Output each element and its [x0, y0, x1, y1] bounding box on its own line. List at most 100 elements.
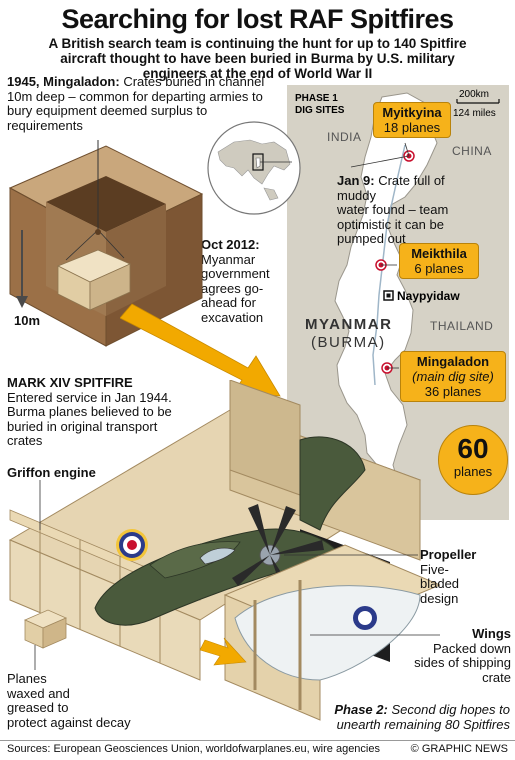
spitfire-canopy	[199, 547, 236, 565]
page-title: Searching for lost RAF Spitfires	[61, 4, 454, 34]
propeller-line: Five-	[420, 561, 449, 577]
callout-meikthila: Meikthila 6 planes	[399, 243, 479, 279]
depth-arrow-head	[16, 296, 28, 308]
burial-diagram: 10m	[8, 140, 204, 347]
phase2-line: Second dig hopes to	[387, 702, 510, 717]
pointer-jan9	[350, 155, 410, 168]
site-name: Meikthila	[411, 246, 467, 261]
burial-line: bury equipment deemed surplus to	[7, 103, 208, 118]
roundel-red	[127, 540, 137, 550]
propeller-title: Propeller	[420, 547, 477, 562]
phase1-title-2: DIG SITES	[295, 105, 345, 116]
wings-title: Wings	[472, 626, 511, 641]
wings-line: sides of shipping	[414, 655, 511, 670]
propeller-blade	[270, 540, 324, 555]
jan9-line: Crate full of muddy	[337, 173, 445, 203]
jan9-line: pumped out	[337, 231, 406, 246]
oct2012-line: excavation	[201, 309, 264, 325]
spitfire-caption: MARK XIV SPITFIRE Entered service in Jan…	[7, 375, 207, 449]
burial-caption: 1945, Mingaladon: Crates buried in chann…	[7, 74, 282, 133]
oct2012-line: government	[201, 266, 270, 281]
total-label: planes	[453, 464, 493, 479]
propeller-line: design	[420, 590, 459, 606]
spitfire-line: crates	[7, 433, 43, 448]
footer-credit: © GRAPHIC NEWS	[410, 743, 508, 755]
callout-myitkyina: Myitkyina 18 planes	[373, 102, 451, 138]
footer-rule	[0, 740, 515, 741]
wing-arrow	[199, 637, 247, 666]
label-thailand: THAILAND	[430, 319, 493, 333]
label-china: CHINA	[452, 144, 492, 158]
globe-land	[217, 139, 291, 185]
globe-myanmar	[255, 157, 261, 169]
spitfire-title: MARK XIV SPITFIRE	[7, 375, 133, 390]
footer-sources: Sources: European Geosciences Union, wor…	[7, 743, 380, 755]
label-india: INDIA	[327, 130, 362, 144]
depth-label: 10m	[14, 313, 40, 328]
jan9-line: optimistic it can be	[337, 216, 444, 232]
globe-locator	[207, 121, 301, 215]
pointer-myitkyina	[404, 142, 410, 157]
scale-km: 200km	[459, 89, 489, 100]
spitfire-line: Entered service in Jan 1944.	[7, 389, 172, 405]
spitfire-line: Burma planes believed to be	[7, 404, 172, 419]
oct2012-line: ahead for	[201, 295, 256, 310]
wings-label: Wings Packed down sides of shipping crat…	[395, 626, 511, 685]
flow-arrow	[120, 303, 281, 397]
subtitle: A British search team is continuing the …	[10, 36, 505, 81]
crane-hook	[95, 229, 101, 235]
phase2-line: unearth remaining 80 Spitfires	[336, 716, 510, 732]
subtitle-line: engineers at the end of World War II	[142, 66, 373, 81]
propeller-line: bladed	[420, 576, 460, 591]
jan9-note: Jan 9: Crate full of muddy water found –…	[337, 173, 477, 247]
jan9-title: Jan 9:	[337, 173, 375, 188]
site-count: 36 planes	[424, 384, 482, 399]
flow-arrow-shape	[120, 303, 281, 397]
burial-line: 10m deep – common for departing armies t…	[7, 88, 263, 104]
spitfire-line: buried in original transport	[7, 418, 158, 434]
phase2-note: Phase 2: Second dig hopes to unearth rem…	[300, 702, 510, 732]
planes-line: waxed and	[7, 685, 70, 701]
site-name: Mingaladon	[416, 354, 490, 369]
buried-crate-right	[89, 263, 131, 311]
spitfire-tail	[299, 436, 366, 531]
site-name: Myitkyina	[382, 105, 442, 120]
globe-land-islands	[263, 187, 279, 201]
callout-mingaladon: Mingaladon (main dig site) 36 planes	[400, 351, 506, 402]
site-count: 18 planes	[383, 120, 441, 135]
wing-panel	[234, 585, 421, 681]
subtitle-line: A British search team is continuing the …	[48, 36, 467, 51]
wings-line: crate	[482, 669, 511, 685]
footer: Sources: European Geosciences Union, wor…	[0, 740, 515, 760]
planes-line: protect against decay	[7, 714, 131, 730]
irrawaddy-river	[372, 144, 406, 386]
total-number: 60	[457, 433, 489, 464]
engine-label: Griffon engine	[7, 465, 96, 481]
wings-line: Packed down	[432, 640, 511, 656]
jan9-line: water found – team	[337, 202, 449, 217]
globe-pointer	[260, 161, 292, 163]
capital-marker-dot	[386, 293, 391, 298]
label-myanmar: MYANMAR	[305, 316, 392, 333]
propeller-blade	[232, 555, 270, 586]
planes-note: Planes waxed and greased to protect agai…	[7, 671, 152, 730]
scale-miles: 124 miles	[453, 108, 496, 119]
crate-illustration	[8, 380, 440, 721]
planes-line: Planes	[7, 671, 47, 686]
engine-title: Griffon engine	[7, 465, 96, 480]
planes-line: greased to	[7, 700, 69, 715]
propeller-blade	[248, 504, 270, 555]
burial-title: 1945, Mingaladon:	[7, 74, 120, 89]
phase2-title: Phase 2:	[334, 702, 388, 717]
capital-label: Naypyidaw	[397, 289, 460, 303]
oct2012-line: Myanmar	[201, 251, 256, 267]
phase1-title: PHASE 1	[295, 93, 338, 104]
oct2012-title: Oct 2012:	[201, 237, 260, 252]
propeller-label: Propeller Five- bladed design	[420, 547, 510, 606]
burial-line: Crates buried in channel	[119, 74, 265, 89]
total-badge: 60 planes	[438, 425, 508, 495]
oct2012-note: Oct 2012: Myanmar government agrees go- …	[201, 237, 289, 325]
site-sub: (main dig site)	[412, 369, 494, 384]
label-burma: (BURMA)	[311, 334, 386, 351]
small-crate-right	[42, 617, 67, 649]
